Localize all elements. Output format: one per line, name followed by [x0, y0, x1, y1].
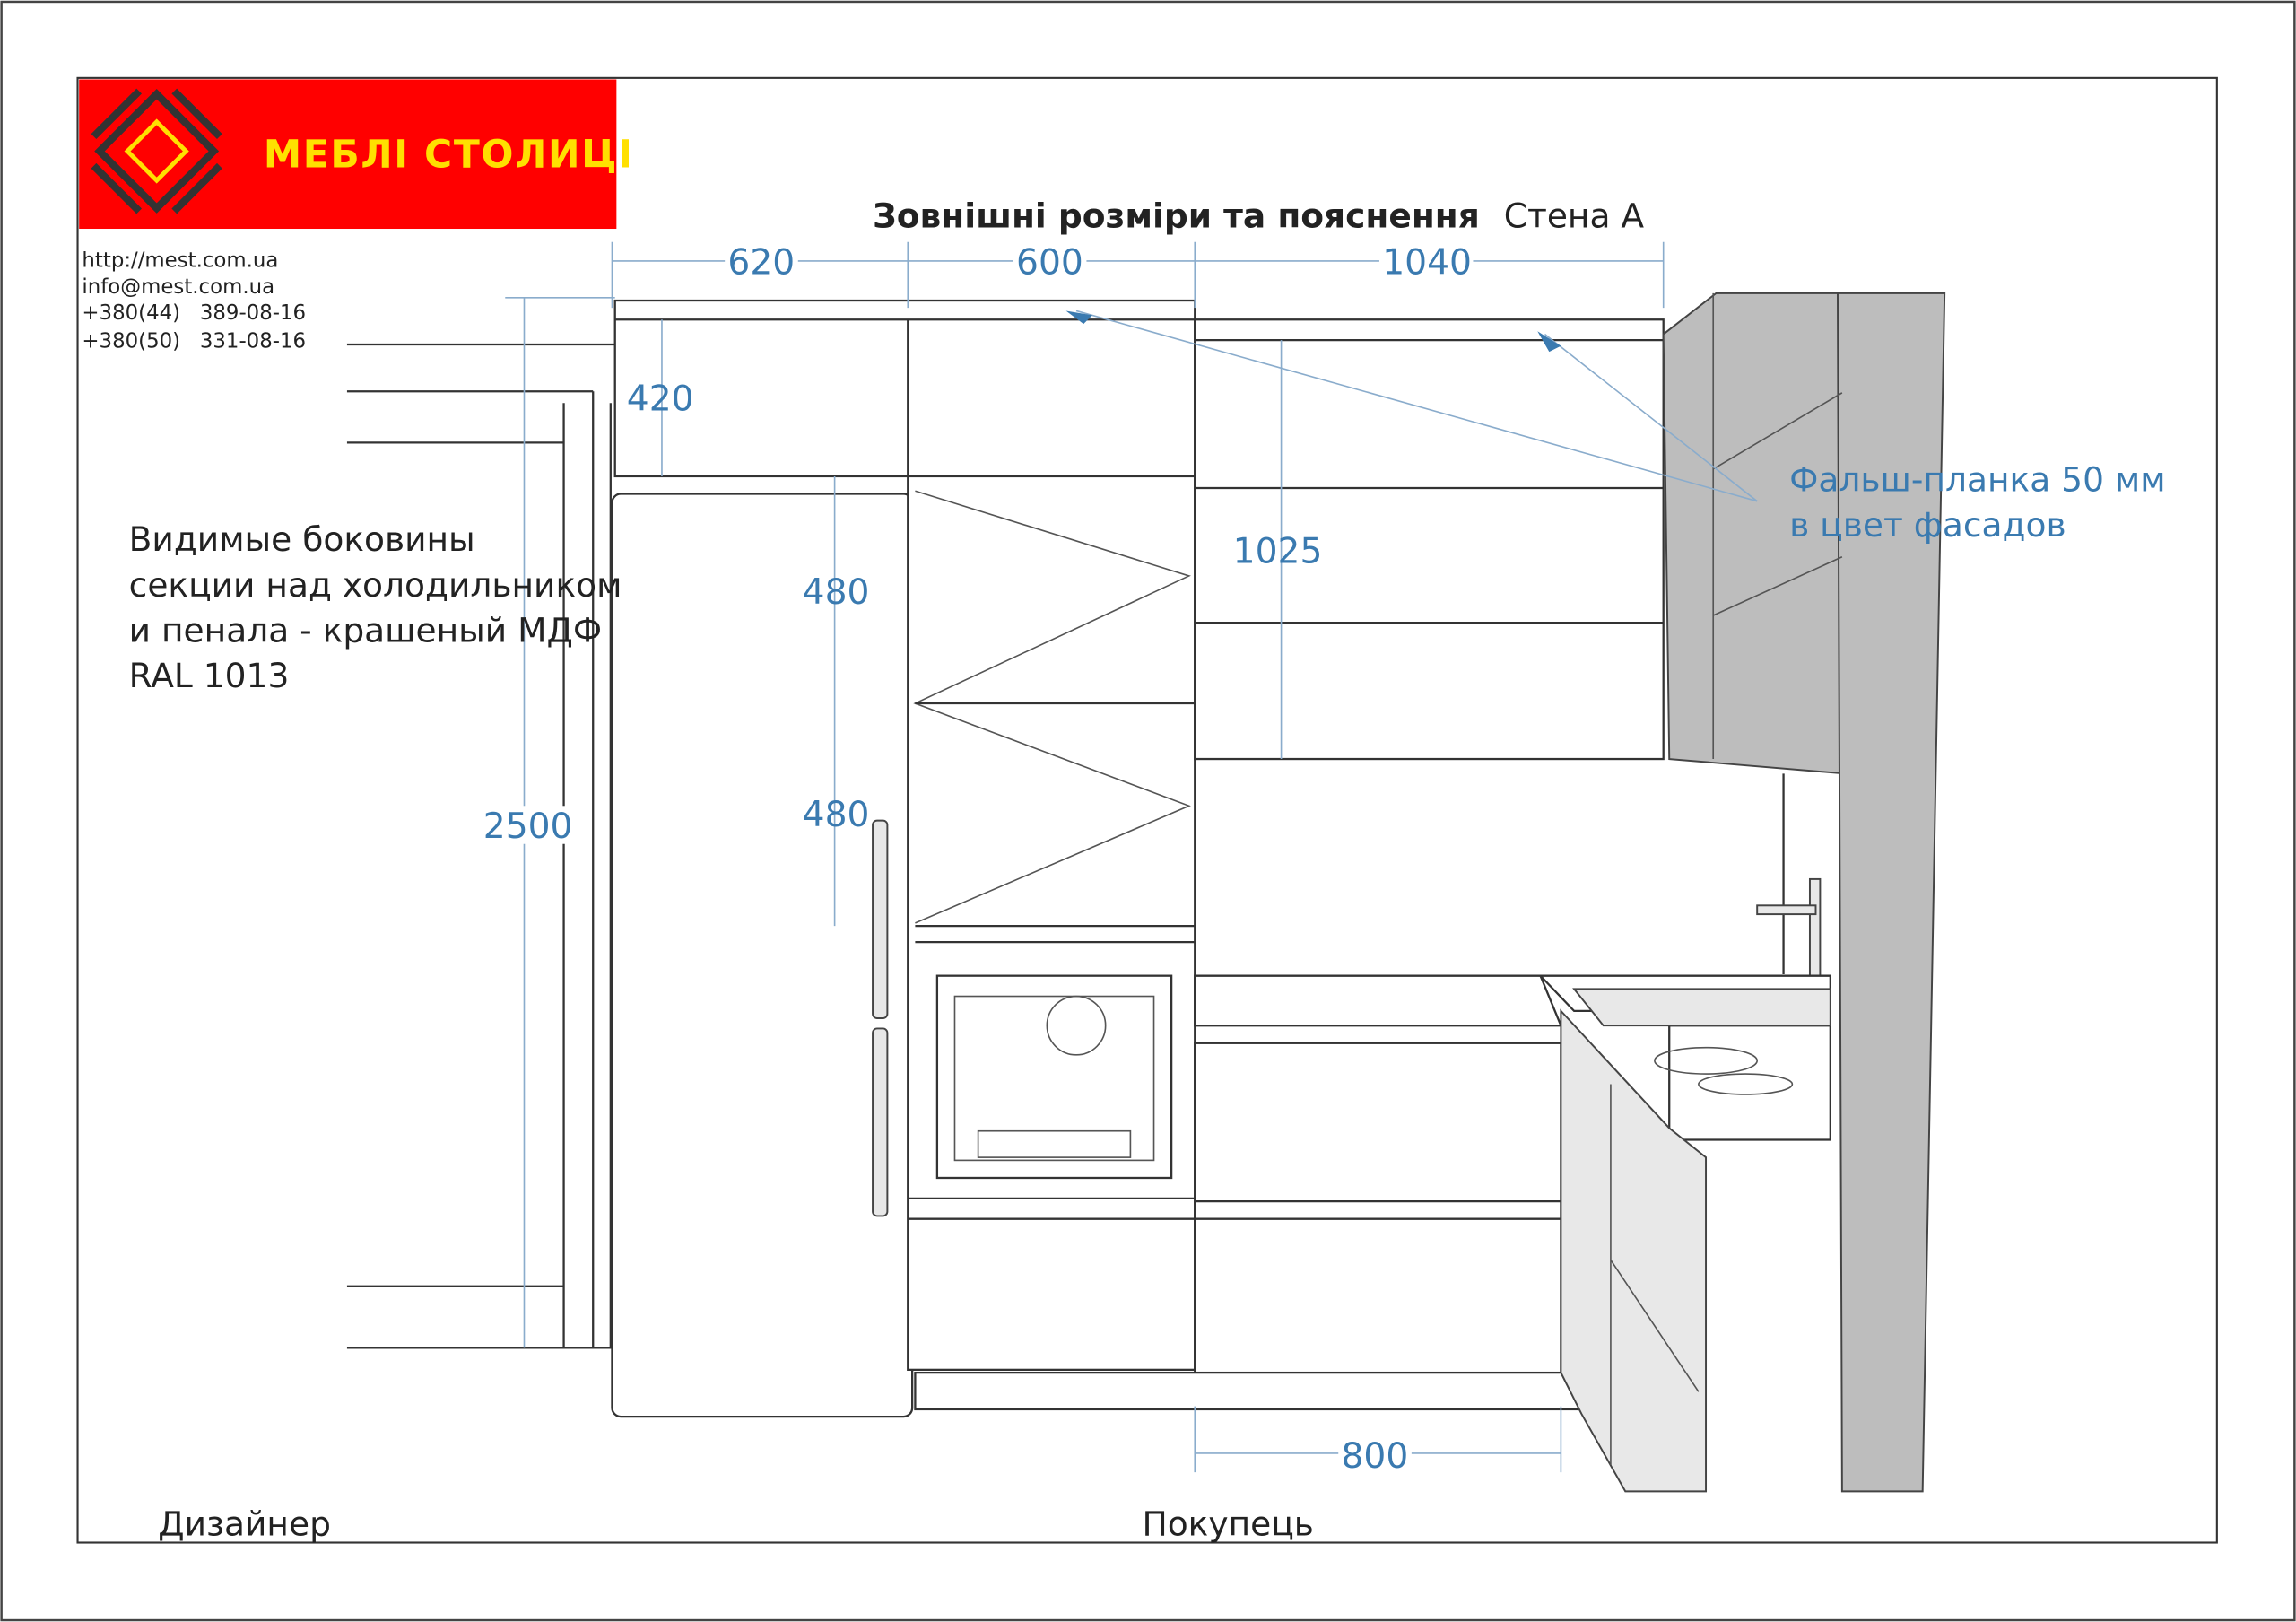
note-line: секции над холодильником	[129, 565, 622, 605]
note-line: и пенала - крашеный МДФ	[129, 610, 603, 650]
dim-shelf-1: 480	[803, 572, 870, 613]
dim-shelf-2: 480	[803, 795, 870, 835]
dim-base-width: 800	[1342, 1436, 1409, 1477]
contact-phone-2: +380(50) 331-08-16	[82, 329, 306, 353]
note-line: Видимые боковины	[129, 519, 475, 559]
note-line: Фальш-планка 50 мм	[1789, 459, 2165, 499]
dim-top-left: 620	[727, 243, 795, 283]
page-title: Зовнішні розміри та пояснення	[873, 196, 1480, 235]
contact-website[interactable]: http://mest.com.ua	[82, 249, 278, 272]
dim-upper-height: 420	[627, 379, 694, 419]
contact-email[interactable]: info@mest.com.ua	[82, 275, 274, 299]
note-line: RAL 1013	[129, 656, 290, 695]
logo-text: МЕБЛІ СТОЛИЦІ	[264, 133, 634, 177]
wall-label: Стена А	[1504, 196, 1645, 235]
cabinet-drawing	[346, 292, 1946, 1493]
dimension-labels: 620 600 1040 420 480 480 1025 2500 800	[480, 241, 1474, 1477]
dim-wall-cabinet-height: 1025	[1233, 531, 1323, 571]
dim-top-right: 1040	[1382, 243, 1472, 283]
contact-phone-1: +380(44) 389-08-16	[82, 301, 306, 325]
right-note: Фальш-планка 50 мм в цвет фасадов	[1789, 459, 2165, 545]
frame-border	[76, 76, 2218, 1544]
buyer-label: Покупець	[1142, 1504, 1313, 1543]
logo: МЕБЛІ СТОЛИЦІ	[79, 79, 634, 230]
dim-top-mid: 600	[1016, 243, 1083, 283]
designer-label: Дизайнер	[158, 1504, 331, 1543]
note-line: в цвет фасадов	[1789, 505, 2066, 545]
dim-total-height: 2500	[483, 807, 573, 847]
left-note: Видимые боковины секции над холодильнико…	[129, 519, 622, 695]
